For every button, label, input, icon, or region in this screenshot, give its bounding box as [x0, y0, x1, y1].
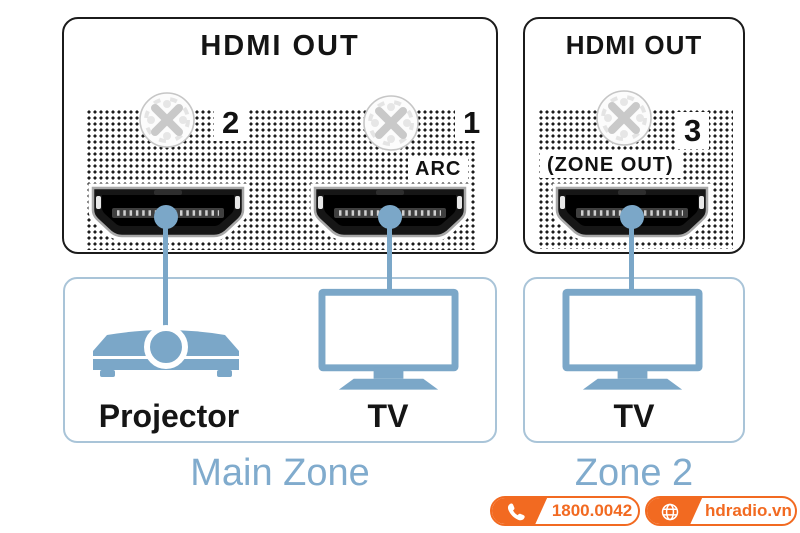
phone-icon	[507, 503, 525, 521]
zone2-caption: Zone 2	[574, 452, 694, 494]
cable-to-projector	[163, 217, 168, 333]
cable-to-tv-main	[387, 217, 392, 294]
projector-label: Projector	[98, 398, 240, 434]
port-3-number: 3	[676, 112, 710, 149]
screw-icon	[138, 91, 196, 149]
main-zone-caption: Main Zone	[190, 452, 370, 494]
port-3-zone-out-label: (ZONE OUT)	[540, 152, 681, 178]
tv-main-label: TV	[367, 398, 409, 434]
tv-icon	[562, 288, 703, 391]
badge-flag-shape	[492, 498, 548, 524]
cable-to-tv-zone	[629, 217, 634, 294]
hotline-number: 1800.0042	[551, 501, 633, 520]
hdmi-out-main-panel: HDMI OUT 2 1 ARC	[62, 17, 498, 254]
screw-icon	[595, 89, 653, 147]
projector-icon	[90, 320, 242, 382]
hotline-badge[interactable]: 1800.0042	[490, 496, 640, 526]
website-badge[interactable]: hdradio.vn	[645, 496, 797, 526]
globe-icon	[661, 503, 679, 521]
tv-zone-label: TV	[613, 398, 655, 434]
tv-icon	[318, 288, 459, 391]
website-url: hdradio.vn	[705, 501, 792, 520]
port-1-number: 1	[455, 104, 489, 141]
port-1-arc-label: ARC	[408, 156, 469, 182]
port-2-number: 2	[214, 104, 248, 141]
badge-flag-shape	[647, 498, 703, 524]
panel-title-main: HDMI OUT	[200, 30, 360, 62]
hdmi-out-zone-panel: HDMI OUT 3 (ZONE OUT)	[523, 17, 745, 254]
panel-title-zone: HDMI OUT	[565, 30, 703, 60]
screw-icon	[362, 94, 420, 152]
